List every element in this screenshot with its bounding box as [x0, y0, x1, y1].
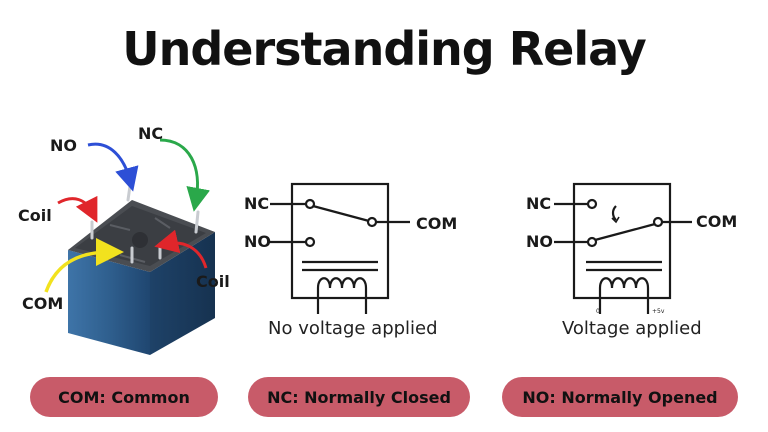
relay-body-side	[150, 232, 215, 355]
diagram-on	[554, 182, 692, 314]
nc-arrow	[159, 138, 211, 212]
com-arrow	[44, 238, 124, 293]
nc-label: NC	[138, 124, 164, 143]
diagram-off-nc-label: NC	[244, 194, 270, 213]
coil-left-arrow	[57, 195, 98, 223]
diagram-on-caption: Voltage applied	[562, 318, 702, 339]
page-title: Understanding Relay	[122, 22, 646, 76]
pin-right-label: +5v	[652, 308, 665, 315]
coil-right-arrow	[154, 229, 208, 269]
diagram-on-com-label: COM	[696, 212, 738, 231]
diagram-on-no-label: NO	[526, 232, 553, 251]
diagram-off-no-label: NO	[244, 232, 271, 251]
legend-nc: NC: Normally Closed	[248, 377, 470, 417]
relay-body-front	[68, 250, 150, 355]
legend-com: COM: Common	[30, 377, 218, 417]
pin-left-label: 0	[596, 308, 600, 315]
diagram-off-com-label: COM	[416, 214, 458, 233]
no-arrow	[87, 142, 139, 192]
legend-no: NO: Normally Opened	[502, 377, 738, 417]
com-label: COM	[22, 294, 64, 313]
diagram-on-nc-label: NC	[526, 194, 552, 213]
no-label: NO	[50, 136, 77, 155]
diagram-off	[270, 182, 410, 314]
coil-left-label: Coil	[18, 206, 52, 225]
diagram-off-caption: No voltage applied	[268, 318, 438, 339]
coil-right-label: Coil	[196, 272, 230, 291]
